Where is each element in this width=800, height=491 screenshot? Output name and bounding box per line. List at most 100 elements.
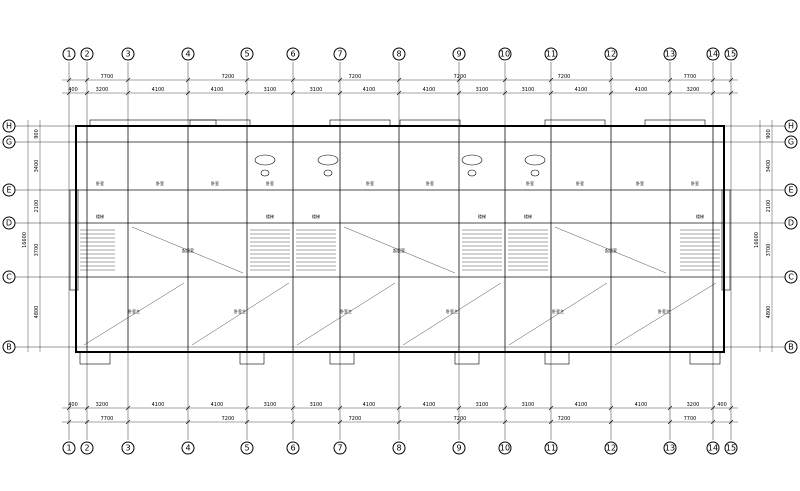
dim-total-top: 7200 bbox=[222, 74, 235, 80]
room-label-bedroom: 卧室 bbox=[691, 180, 699, 186]
dimension-tick bbox=[125, 419, 131, 425]
axis-bubble-top bbox=[706, 47, 720, 61]
axis-bubble-right bbox=[784, 216, 798, 230]
axis-bubble-top bbox=[724, 47, 738, 61]
axis-bubble-bottom bbox=[604, 441, 618, 455]
dimension-tick bbox=[710, 77, 716, 83]
balcony-top bbox=[399, 119, 461, 127]
room-label-master: 卧室主 bbox=[446, 308, 458, 314]
dim-total-top: 7200 bbox=[558, 74, 571, 80]
dim-detail-right: 4800 bbox=[766, 306, 772, 319]
room-label-bedroom: 卧室 bbox=[426, 180, 434, 186]
axis-label-right: G bbox=[788, 138, 794, 147]
room-label-stair: 楼梯 bbox=[96, 213, 104, 219]
room-label-living: 起居室 bbox=[605, 247, 617, 253]
dimension-tick bbox=[608, 419, 614, 425]
dim-detail-left: 2100 bbox=[34, 200, 40, 213]
balcony-top bbox=[644, 119, 706, 127]
room-label-master: 卧室主 bbox=[340, 308, 352, 314]
axis-bubble-bottom bbox=[498, 441, 512, 455]
axis-bubble-bottom bbox=[724, 441, 738, 455]
axis-label-left: B bbox=[6, 343, 12, 352]
room-label-bedroom: 卧室 bbox=[266, 180, 274, 186]
dimension-tick bbox=[396, 419, 402, 425]
balcony-top bbox=[329, 119, 391, 127]
axis-bubble-bottom bbox=[80, 441, 94, 455]
room-label-master: 卧室主 bbox=[658, 308, 670, 314]
dimension-tick bbox=[125, 405, 131, 411]
dim-detail-top: 4100 bbox=[575, 87, 588, 93]
dim-detail-left: 3400 bbox=[34, 160, 40, 173]
bedroom-diagonal bbox=[614, 282, 717, 346]
toilet-icon bbox=[323, 169, 333, 177]
dim-detail-bottom: 3100 bbox=[522, 402, 535, 408]
axis-bubble-left bbox=[2, 135, 16, 149]
dimension-tick bbox=[728, 90, 734, 96]
dim-detail-top: 3100 bbox=[310, 87, 323, 93]
axis-label-bottom: 7 bbox=[337, 444, 342, 453]
axis-label-top: 13 bbox=[665, 50, 675, 59]
dimension-tick bbox=[244, 90, 250, 96]
dimension-tick bbox=[502, 77, 508, 83]
dimension-tick bbox=[66, 77, 72, 83]
dim-total-bottom: 7700 bbox=[101, 416, 114, 422]
axis-label-right: E bbox=[788, 186, 793, 195]
room-label-bedroom: 卧室 bbox=[636, 180, 644, 186]
axis-bubble-bottom bbox=[663, 441, 677, 455]
room-label-master: 卧室主 bbox=[552, 308, 564, 314]
axis-bubble-right bbox=[784, 340, 798, 354]
dim-detail-top: 4100 bbox=[423, 87, 436, 93]
dimension-tick bbox=[337, 405, 343, 411]
dimension-tick bbox=[84, 405, 90, 411]
axis-label-bottom: 15 bbox=[726, 444, 736, 453]
axis-bubble-top bbox=[544, 47, 558, 61]
dim-detail-top: 3100 bbox=[522, 87, 535, 93]
dimension-tick bbox=[396, 77, 402, 83]
axis-label-bottom: 14 bbox=[708, 444, 718, 453]
dimension-tick bbox=[185, 77, 191, 83]
balcony-bottom bbox=[544, 351, 570, 365]
balcony-top bbox=[544, 119, 606, 127]
dimension-tick bbox=[548, 77, 554, 83]
room-labels: 卧室卧室卧室卧室卧室卧室卧室卧室卧室卧室楼梯楼梯楼梯楼梯楼梯楼梯起居室起居室起居… bbox=[96, 180, 704, 314]
room-label-bedroom: 卧室 bbox=[211, 180, 219, 186]
dimension-tick bbox=[728, 405, 734, 411]
axis-bubble-bottom bbox=[333, 441, 347, 455]
dimension-tick bbox=[502, 90, 508, 96]
axis-bubble-bottom bbox=[392, 441, 406, 455]
dim-detail-right: 3700 bbox=[766, 244, 772, 257]
dim-detail-bottom: 4100 bbox=[363, 402, 376, 408]
bathtub-icon bbox=[461, 154, 483, 166]
dim-total-right: 16600 bbox=[754, 232, 760, 248]
balcony-top bbox=[89, 119, 217, 127]
axis-bubble-left bbox=[2, 216, 16, 230]
dim-detail-bottom: 4100 bbox=[635, 402, 648, 408]
dim-detail-top: 400 bbox=[68, 87, 78, 93]
dim-detail-bottom: 4100 bbox=[423, 402, 436, 408]
axis-bubble-bottom bbox=[240, 441, 254, 455]
axis-label-bottom: 3 bbox=[125, 444, 130, 453]
toilet-icon bbox=[530, 169, 540, 177]
dim-total-bottom: 7700 bbox=[684, 416, 697, 422]
dimension-tick bbox=[548, 90, 554, 96]
axis-bubble-bottom bbox=[544, 441, 558, 455]
bedroom-diagonal bbox=[83, 282, 185, 346]
axis-label-top: 1 bbox=[66, 50, 71, 59]
bedroom-diagonal bbox=[508, 282, 608, 346]
dim-detail-right: 2100 bbox=[766, 200, 772, 213]
dimension-tick bbox=[84, 90, 90, 96]
dimension-tick bbox=[710, 419, 716, 425]
axis-bubble-top bbox=[240, 47, 254, 61]
dim-detail-bottom: 400 bbox=[68, 402, 78, 408]
axis-label-top: 7 bbox=[337, 50, 342, 59]
axis-label-top: 8 bbox=[396, 50, 401, 59]
axis-bubble-top bbox=[452, 47, 466, 61]
dimension-tick bbox=[337, 90, 343, 96]
axis-label-top: 3 bbox=[125, 50, 130, 59]
dimension-tick bbox=[290, 77, 296, 83]
dim-detail-top: 4100 bbox=[211, 87, 224, 93]
dimension-lines: 7700770072007200720072007200720072007200… bbox=[22, 74, 773, 425]
dim-detail-bottom: 3100 bbox=[310, 402, 323, 408]
